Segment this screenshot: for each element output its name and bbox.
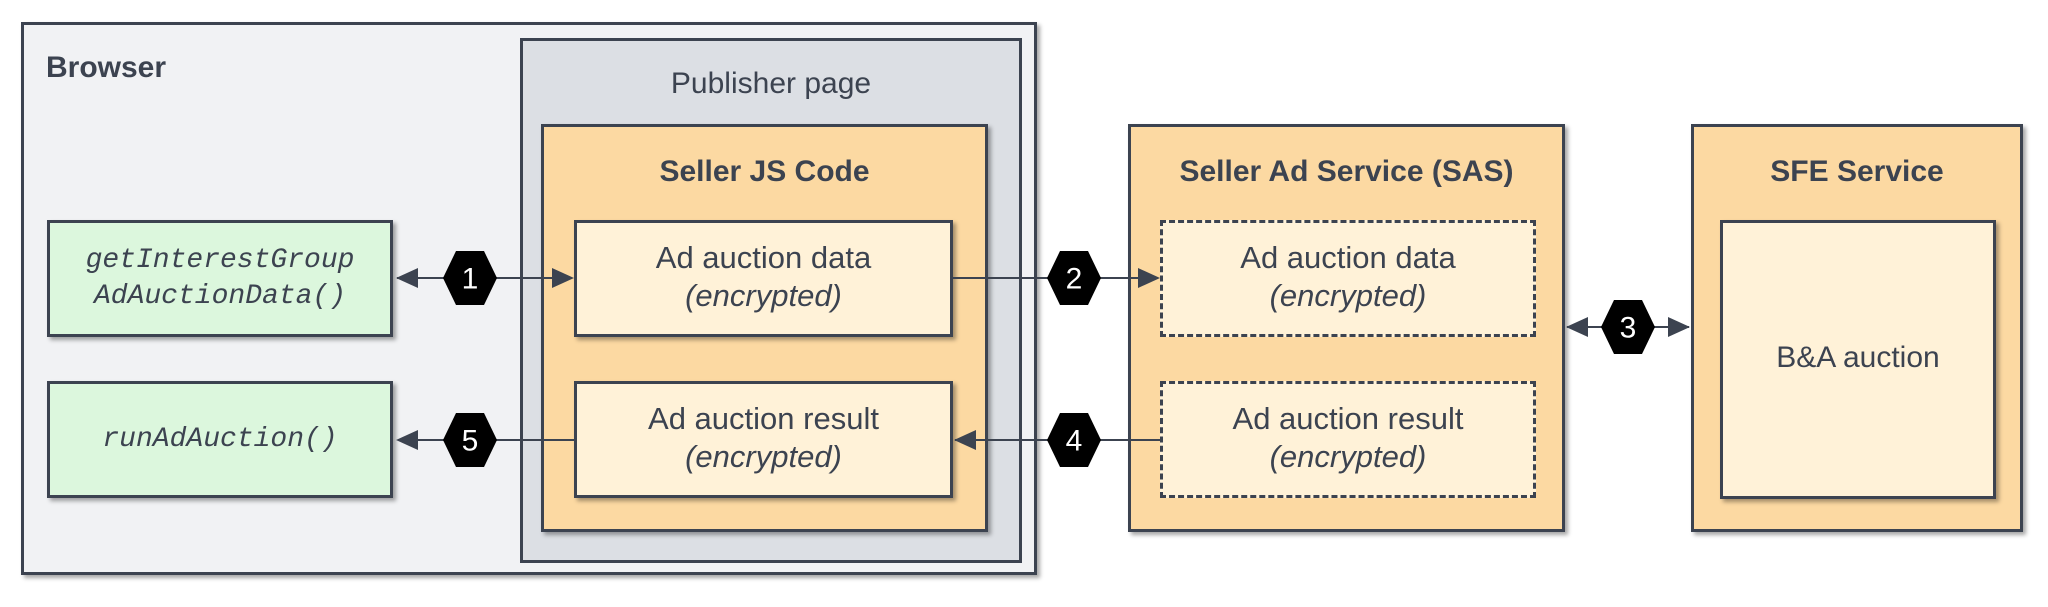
- get-interest-group-ad-auction-data-api: getInterestGroup AdAuctionData(): [47, 220, 393, 337]
- sas-result-label: Ad auction result: [1232, 401, 1464, 436]
- browser-title: Browser: [46, 51, 167, 84]
- step-3-label: 3: [1620, 312, 1637, 345]
- arrow-3-head-right: [1668, 317, 1690, 337]
- step-5-label: 5: [462, 425, 479, 458]
- step-badge-1: 1: [443, 251, 497, 305]
- arrow-1-head-left: [396, 268, 418, 288]
- sas-result-note: (encrypted): [1269, 439, 1427, 474]
- get-data-api-line1: getInterestGroup: [85, 245, 355, 276]
- seller-js-result-label: Ad auction result: [648, 401, 879, 436]
- sas-ad-auction-data: Ad auction data (encrypted): [1160, 220, 1536, 337]
- run-ad-auction-label: runAdAuction(): [102, 424, 338, 455]
- seller-js-data-label: Ad auction data: [655, 240, 872, 275]
- seller-js-data-note: (encrypted): [685, 278, 842, 313]
- ba-auction-box: B&A auction: [1720, 220, 1996, 499]
- arrow-2-head: [1138, 268, 1160, 288]
- run-ad-auction-api: runAdAuction(): [47, 381, 393, 498]
- arrow-4-head: [954, 430, 976, 450]
- step-badge-2: 2: [1047, 251, 1101, 305]
- ba-auction-label: B&A auction: [1776, 341, 1940, 374]
- seller-js-ad-auction-result: Ad auction result (encrypted): [574, 381, 953, 498]
- seller-js-ad-auction-data: Ad auction data (encrypted): [574, 220, 953, 337]
- publisher-page-title: Publisher page: [670, 67, 872, 100]
- arrow-3-head-left: [1566, 317, 1588, 337]
- sfe-service-title: SFE Service: [1770, 155, 1944, 188]
- step-2-label: 2: [1066, 263, 1083, 296]
- seller-js-result-note: (encrypted): [685, 439, 842, 474]
- arrow-5-head: [396, 430, 418, 450]
- get-data-api-line2: AdAuctionData(): [93, 281, 347, 312]
- step-badge-5: 5: [443, 413, 497, 467]
- sas-data-label: Ad auction data: [1240, 240, 1456, 275]
- arrow-1-head-right: [552, 268, 574, 288]
- seller-ad-service-title: Seller Ad Service (SAS): [1179, 155, 1514, 188]
- step-badge-3: 3: [1601, 300, 1655, 354]
- step-badge-4: 4: [1047, 413, 1101, 467]
- seller-js-code-title: Seller JS Code: [659, 155, 870, 188]
- step-4-label: 4: [1066, 425, 1083, 458]
- sas-ad-auction-result: Ad auction result (encrypted): [1160, 381, 1536, 498]
- sas-data-note: (encrypted): [1269, 278, 1427, 313]
- step-1-label: 1: [462, 263, 479, 296]
